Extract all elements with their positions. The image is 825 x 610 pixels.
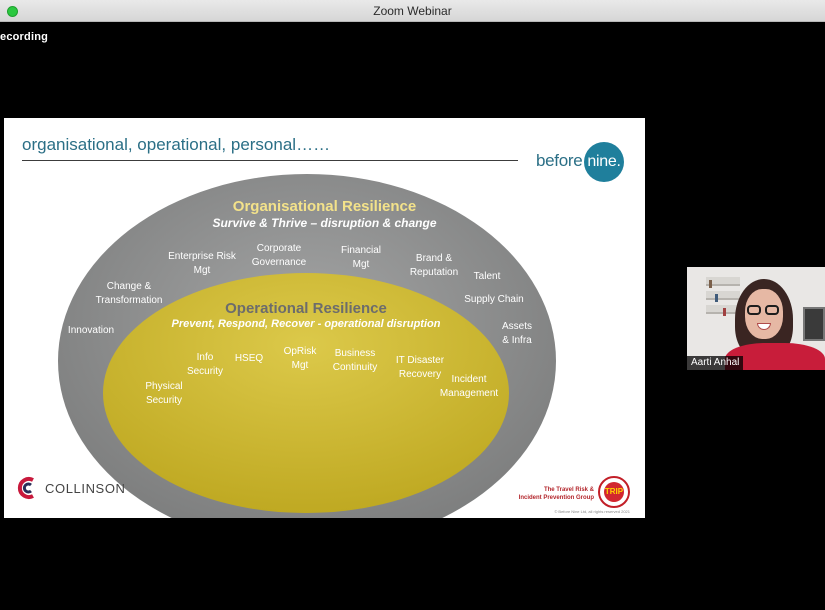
outer-item-supply-chain: Supply Chain xyxy=(464,294,524,305)
outer-item-corporate-governance: Corporate Governance xyxy=(251,243,307,268)
slide-divider xyxy=(22,160,518,161)
resilience-diagram xyxy=(58,174,556,518)
collinson-mark-icon xyxy=(17,477,34,499)
book-decoration xyxy=(723,308,726,316)
organisational-resilience-heading: Organisational Resilience xyxy=(232,198,417,215)
recording-indicator: ecording xyxy=(0,31,49,43)
inner-item-info-security: Info Security xyxy=(186,352,224,377)
book-decoration xyxy=(709,280,712,288)
outer-item-brand-reputation: Brand & Reputation xyxy=(409,253,459,278)
book-decoration xyxy=(715,294,718,302)
participant-name-tag: Aarti Anhal xyxy=(687,356,744,370)
participant-video-tile[interactable]: Aarti Anhal xyxy=(687,267,825,370)
inner-item-hseq: HSEQ xyxy=(234,353,264,364)
outer-item-financial: Financial Mgt xyxy=(340,245,382,270)
trip-badge-label: TRIP xyxy=(604,482,624,502)
slide-copyright: © Before Nine Ltd, all rights reserved 2… xyxy=(554,509,630,514)
bookshelf-decoration xyxy=(706,291,740,300)
outer-item-enterprise-risk: Enterprise Risk Mgt xyxy=(168,251,236,276)
outer-item-innovation: Innovation xyxy=(67,325,115,336)
window-titlebar: Zoom Webinar xyxy=(0,0,825,22)
window-title: Zoom Webinar xyxy=(373,4,452,18)
inner-item-oprisk: OpRisk Mgt xyxy=(283,346,317,371)
window-zoom-button[interactable] xyxy=(7,6,18,17)
collinson-wordmark: COLLINSON xyxy=(45,481,126,496)
inner-item-business-continuity: Business Continuity xyxy=(332,348,378,373)
inner-item-incident-management: Incident Management xyxy=(439,374,499,399)
outer-item-change-transformation: Change & Transformation xyxy=(95,281,163,306)
trip-group-text: The Travel Risk & Incident Prevention Gr… xyxy=(518,487,594,501)
slide-title: organisational, operational, personal…… xyxy=(22,135,331,154)
wall-frame-decoration xyxy=(803,307,825,341)
operational-resilience-ellipse xyxy=(103,273,509,513)
operational-resilience-heading: Operational Resilience xyxy=(225,300,387,317)
inner-item-physical-security: Physical Security xyxy=(145,381,183,406)
glasses-icon xyxy=(747,305,781,315)
beforenine-logo-word: before xyxy=(536,151,583,170)
outer-item-talent: Talent xyxy=(473,271,501,282)
operational-resilience-subheading: Prevent, Respond, Recover - operational … xyxy=(171,318,441,330)
shared-screen-slide: organisational, operational, personal…… … xyxy=(4,118,645,518)
outer-item-assets-infra: Assets & Infra xyxy=(501,321,532,346)
bookshelf-decoration xyxy=(706,277,740,286)
inner-item-it-disaster-recovery: IT Disaster Recovery xyxy=(395,355,445,380)
beforenine-logo-circle: nine. xyxy=(584,142,624,182)
trip-badge-icon: TRIP xyxy=(598,476,630,508)
organisational-resilience-subheading: Survive & Thrive – disruption & change xyxy=(212,216,437,230)
